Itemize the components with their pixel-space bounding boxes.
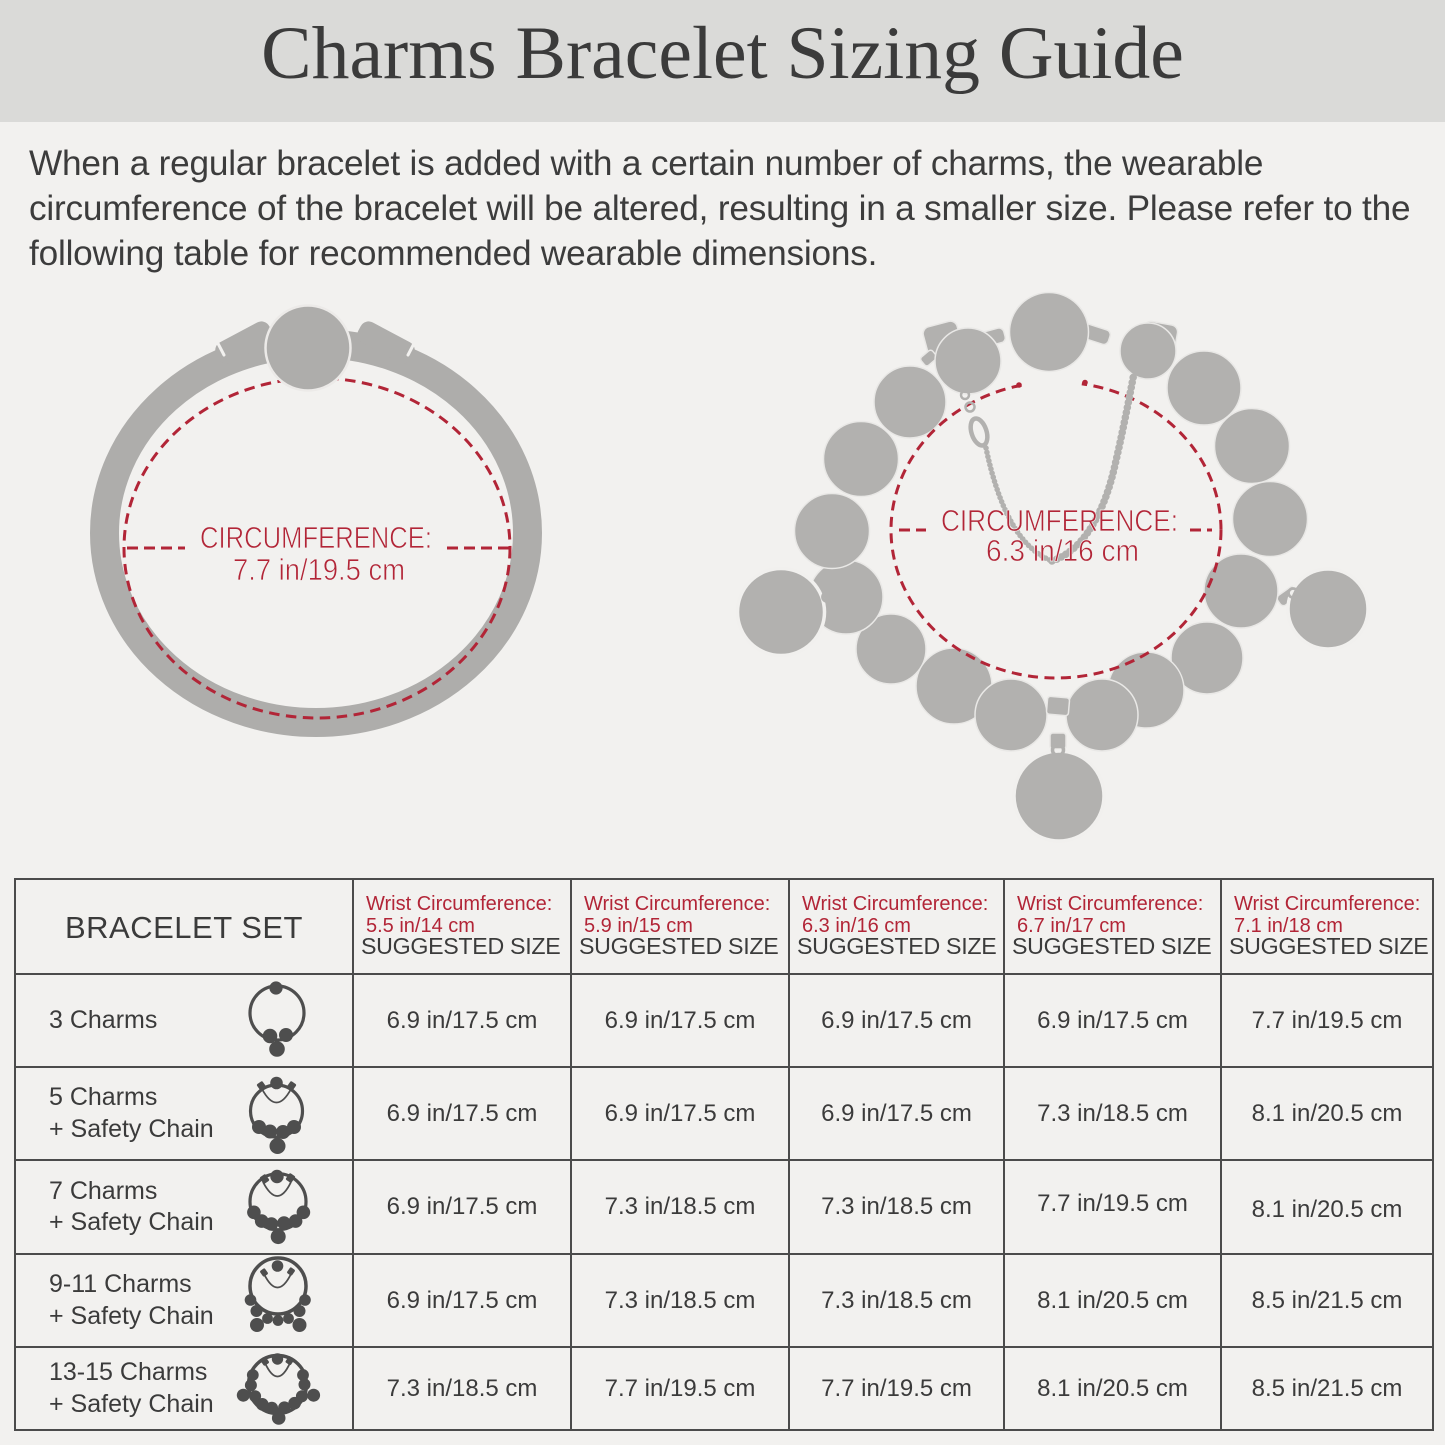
svg-text:CIRCUMFERENCE:: CIRCUMFERENCE: [200,520,432,555]
svg-text:6.3 in/16 cm: 6.3 in/16 cm [986,533,1139,568]
svg-text:CIRCUMFERENCE:: CIRCUMFERENCE: [941,503,1178,538]
svg-text:7.7 in/19.5 cm: 7.7 in/19.5 cm [233,552,405,587]
